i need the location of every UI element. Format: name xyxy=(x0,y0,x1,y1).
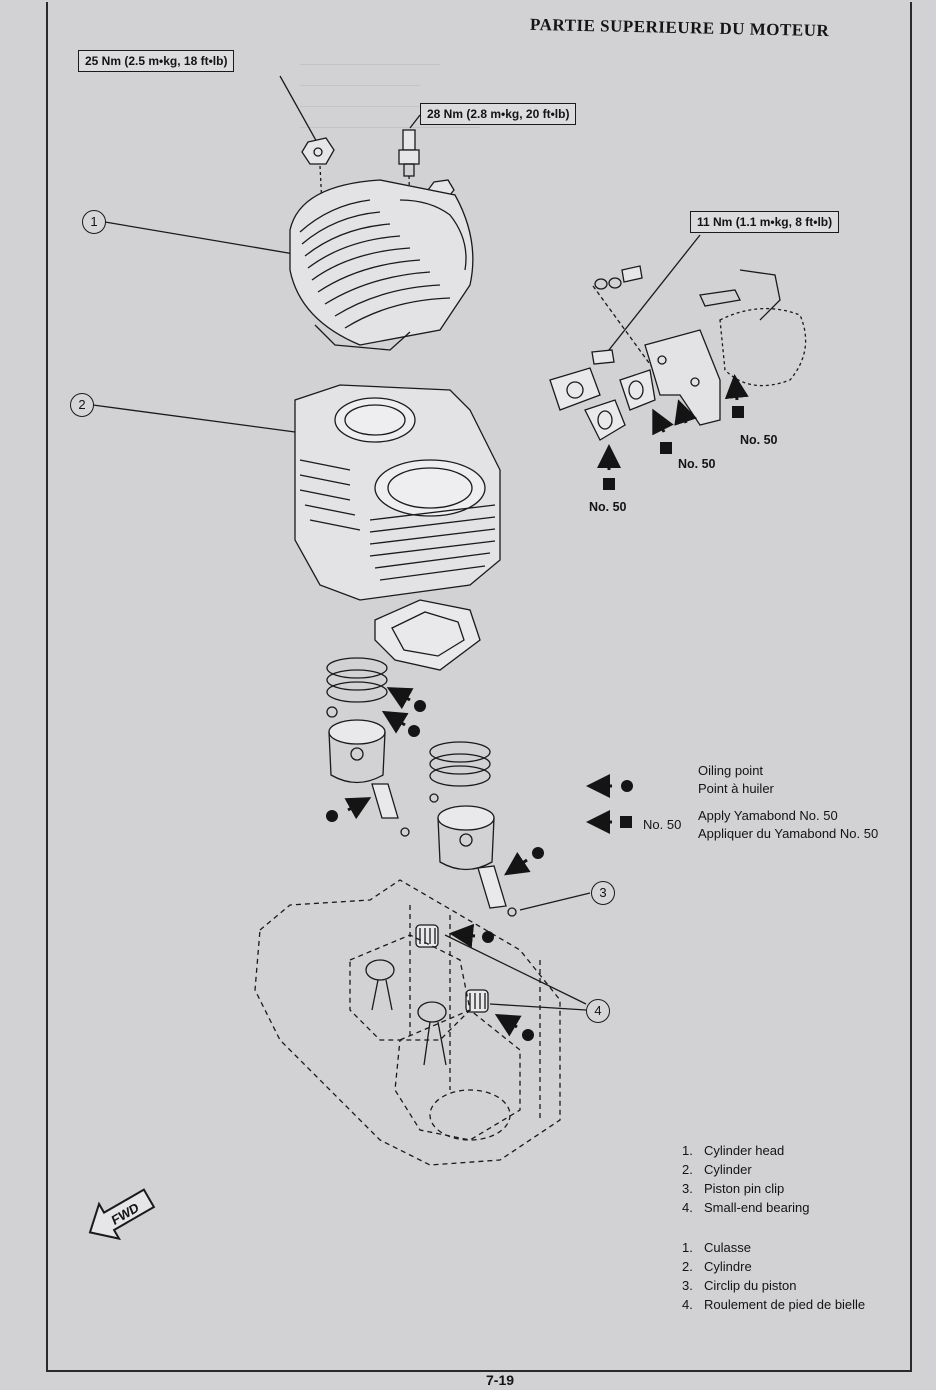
leader-cover-bolt xyxy=(604,234,701,356)
piston-pin-drawing xyxy=(326,706,517,917)
oiling-arrow-icon-6 xyxy=(494,1013,534,1041)
parts-en-row-4: 4.Small-end bearing xyxy=(682,1200,810,1215)
torque-spec-head-nut: 25 Nm (2.5 m•kg, 18 ft•lb) xyxy=(78,50,235,72)
parts-en-row-3: 3.Piston pin clip xyxy=(682,1181,785,1196)
legend-oiling-fr: Point à huiler xyxy=(698,781,774,796)
sealant-label-right: No. 50 xyxy=(740,433,778,447)
cover-assembly-drawing xyxy=(549,265,807,441)
base-gasket-drawing xyxy=(374,599,481,671)
parts-fr-row-3: 3.Circlip du piston xyxy=(682,1278,797,1293)
legend-sealant-icon xyxy=(586,810,632,834)
sealant-arrow-icon-middle xyxy=(652,408,674,454)
page-frame xyxy=(46,2,912,1372)
parts-fr-row-4: 4.Roulement de pied de bielle xyxy=(682,1297,866,1312)
leader-callout-2 xyxy=(92,404,296,433)
parts-en-row-2: 2.Cylinder xyxy=(682,1162,752,1177)
callout-4-small-end-bearing: 4 xyxy=(586,999,610,1023)
oiling-arrow-icon-4 xyxy=(504,847,544,876)
parts-fr-row-2: 2.Cylindre xyxy=(682,1259,752,1274)
parts-fr-row-1: 1.Culasse xyxy=(682,1240,751,1255)
parts-en-row-1: 1.Cylinder head xyxy=(682,1143,785,1158)
crankcase-drawing xyxy=(254,879,561,1166)
legend-oiling-en: Oiling point xyxy=(698,763,764,778)
bleed-through-text xyxy=(300,50,500,128)
legend-sealant-code: No. 50 xyxy=(643,817,682,832)
callout-3-piston-pin-clip: 3 xyxy=(591,881,615,905)
oiling-arrow-icon-5 xyxy=(449,923,494,948)
sealant-arrow-icon-left xyxy=(597,444,621,490)
torque-spec-spark-plug: 28 Nm (2.8 m•kg, 20 ft•lb) xyxy=(420,103,577,125)
legend-sealant-fr: Appliquer du Yamabond No. 50 xyxy=(698,826,879,841)
page-number: 7-19 xyxy=(486,1372,515,1388)
parts-list-french: 1.Culasse 2.Cylindre 3.Circlip du piston… xyxy=(682,1238,865,1314)
sealant-label-left: No. 50 xyxy=(589,500,627,514)
leader-callout-1 xyxy=(104,221,301,256)
legend-sealant-en: Apply Yamabond No. 50 xyxy=(698,808,838,823)
oiling-arrow-icon-3 xyxy=(326,797,372,822)
small-end-bearing-drawing xyxy=(415,924,489,1013)
cylinder-head-drawing xyxy=(289,179,474,351)
oiling-arrow-icon-1 xyxy=(386,687,426,712)
piston-right-drawing xyxy=(429,741,495,871)
sealant-arrow-icon-right xyxy=(724,374,749,418)
piston-left-drawing xyxy=(326,657,388,784)
leader-spark-plug xyxy=(409,114,421,129)
torque-spec-cover-bolt: 11 Nm (1.1 m•kg, 8 ft•lb) xyxy=(690,211,840,233)
leader-callout-4b xyxy=(489,1003,587,1011)
cylinder-drawing xyxy=(294,384,501,601)
callout-1-cylinder-head: 1 xyxy=(82,210,106,234)
leader-head-nut xyxy=(279,75,319,145)
sealant-arrow-icon-middle-2 xyxy=(674,399,698,426)
leader-callout-3 xyxy=(519,892,591,911)
legend-oiling-icon xyxy=(586,774,633,798)
parts-list-english: 1.Cylinder head 2.Cylinder 3.Piston pin … xyxy=(682,1141,810,1217)
oiling-arrow-icon-2 xyxy=(381,710,420,737)
sealant-label-middle: No. 50 xyxy=(678,457,716,471)
fwd-arrow-icon: FWD xyxy=(88,1188,156,1241)
